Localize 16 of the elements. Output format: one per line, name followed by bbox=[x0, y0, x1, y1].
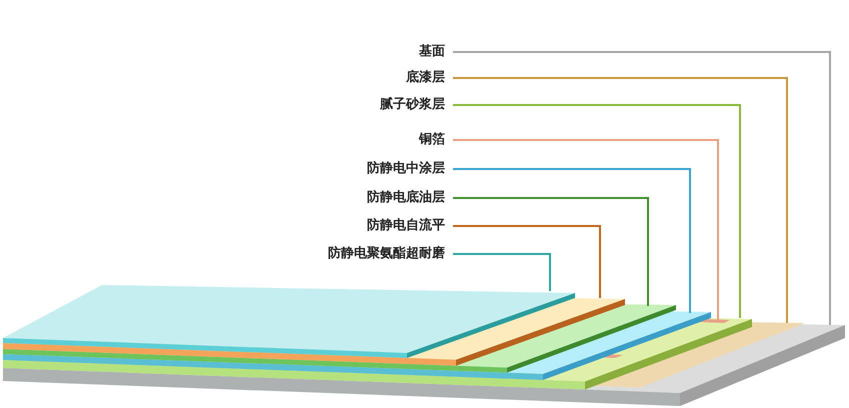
leader-line bbox=[453, 225, 601, 298]
leader-line bbox=[453, 77, 788, 323]
layer-label: 防静电自流平 bbox=[367, 218, 445, 234]
leader-line bbox=[453, 51, 831, 325]
leader-line bbox=[453, 104, 741, 318]
layer-label: 防静电底油层 bbox=[367, 190, 445, 206]
leader-line bbox=[453, 139, 719, 321]
layer-label: 防静电聚氨酯超耐磨 bbox=[328, 246, 445, 262]
layer-label: 腻子砂浆层 bbox=[380, 97, 445, 113]
layer-label: 基面 bbox=[419, 44, 445, 60]
layer-label: 铜箔 bbox=[419, 132, 445, 148]
leader-line bbox=[453, 168, 691, 313]
layer-label: 底漆层 bbox=[406, 70, 445, 86]
layer-label: 防静电中涂层 bbox=[367, 161, 445, 177]
leader-line bbox=[453, 197, 649, 306]
leader-line bbox=[453, 253, 551, 291]
